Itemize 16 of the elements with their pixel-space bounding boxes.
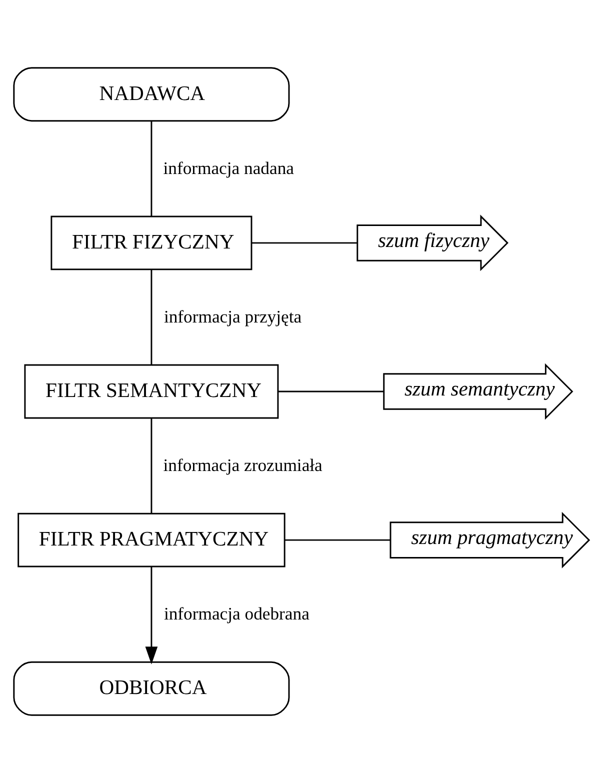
node-box: FILTR PRAGMATYCZNY [18, 512, 286, 567]
node-box: FILTR SEMANTYCZNY [24, 364, 279, 418]
connector [252, 242, 357, 244]
connector [284, 538, 390, 540]
edge-label: informacja przyjęta [164, 306, 302, 326]
connector [150, 418, 152, 514]
connector [278, 390, 384, 392]
edge-label: informacja zrozumiała [163, 454, 322, 475]
connector [150, 120, 152, 216]
edge-label: informacja nadana [163, 157, 294, 178]
node-box: FILTR FIZYCZNY [50, 215, 252, 270]
node-box: NADAWCA [13, 66, 290, 122]
connector [150, 269, 152, 364]
node-box: ODBIORCA [13, 660, 290, 716]
edge-label: informacja odebrana [164, 603, 310, 624]
arrow [145, 566, 158, 664]
